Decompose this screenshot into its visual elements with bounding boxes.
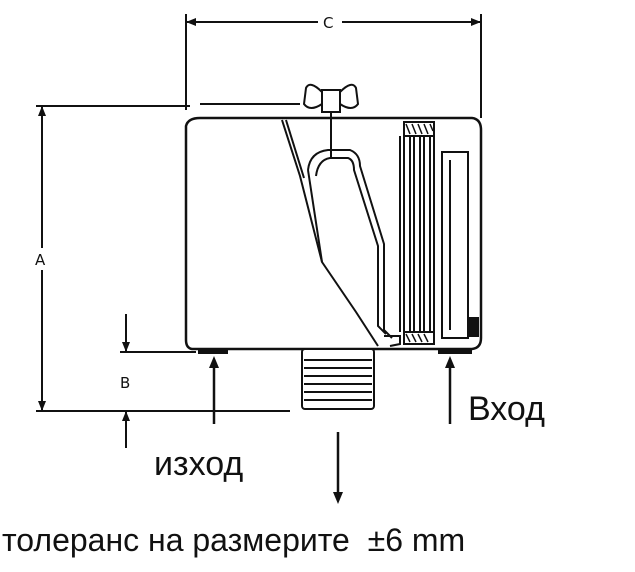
outlet-down-arrow: [333, 432, 343, 504]
filter-cartridge: [384, 121, 435, 347]
dimension-b-label: B: [120, 374, 130, 392]
housing-body: [184, 103, 483, 354]
internal-bracket: [281, 119, 393, 347]
dimension-a: [36, 105, 290, 412]
inlet-chamber: [441, 151, 479, 339]
inlet-flow-arrow: [445, 356, 455, 424]
dimension-c-label: C: [323, 14, 333, 32]
outlet-label: изход: [154, 445, 243, 483]
dimension-a-label: A: [35, 251, 46, 269]
tolerance-note: толеранс на размерите ±6 mm: [2, 522, 465, 558]
dimension-c: [185, 14, 482, 118]
inlet-label: Вход: [468, 390, 545, 428]
wing-nut: [302, 83, 360, 158]
dimension-b: [120, 314, 196, 448]
outlet-flow-arrow: [209, 356, 219, 424]
outlet-stem: [301, 348, 375, 410]
